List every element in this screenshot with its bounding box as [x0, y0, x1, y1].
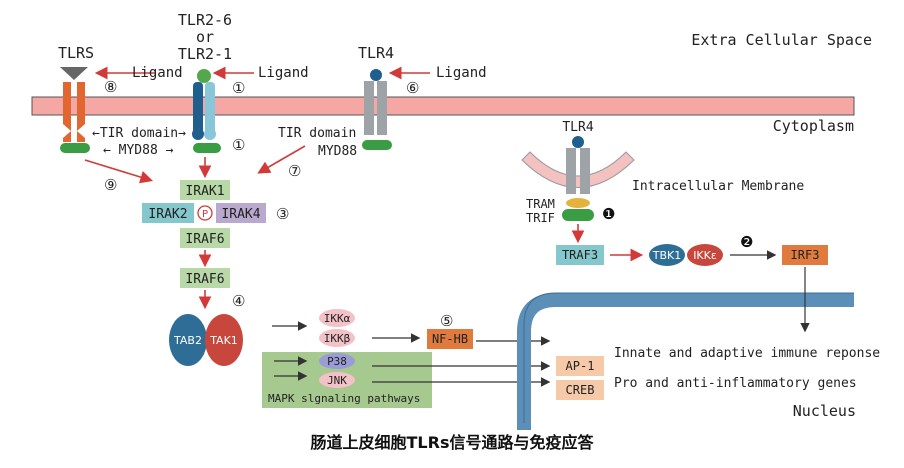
- step-8-marker: ⑧: [104, 78, 117, 96]
- nucleus-label: Nucleus: [793, 402, 856, 420]
- figure-caption: 肠道上皮细胞TLRs信号通路与免疫应答: [311, 433, 595, 452]
- irak2-box: [142, 203, 194, 223]
- iraf6-box-2: [180, 268, 230, 288]
- step-7-marker: ⑦: [288, 162, 301, 180]
- irak2-label: IRAK2: [148, 207, 187, 222]
- tab2-label: TAB2: [173, 334, 202, 347]
- p38-node: [319, 353, 355, 369]
- ikkb-node: [319, 329, 355, 347]
- tbk1-node: [649, 244, 685, 266]
- step-3-marker: ③: [276, 205, 289, 223]
- tlrs-receptor: [60, 67, 90, 153]
- immune-response-label: Innate and adaptive immune reponse: [614, 346, 880, 361]
- step-9-marker: ⑨: [104, 176, 117, 194]
- irf3-box: [782, 245, 828, 265]
- nfhb-label: NF-HB: [432, 332, 468, 346]
- irak4-label: IRAK4: [221, 207, 260, 222]
- irak1-box: [180, 180, 230, 200]
- irf3-label: IRF3: [791, 248, 820, 262]
- tlr26-label: TLR2-6: [178, 11, 232, 29]
- trif-label: TRIF: [526, 211, 555, 225]
- iraf6-box-1: [180, 228, 230, 248]
- arrow-tlrs-to-irak1: [84, 159, 154, 184]
- step-6-marker: ⑥: [406, 79, 419, 97]
- tab2-node: [169, 314, 207, 366]
- tlrs-label: TLRS: [58, 44, 94, 62]
- step-1-marker-mid: ①: [232, 136, 245, 154]
- iraf6-label-2: IRAF6: [185, 272, 224, 287]
- ikkb-label: IKKβ: [324, 332, 351, 345]
- ap1-label: AP-1: [566, 359, 595, 373]
- ikka-label: IKKα: [324, 312, 351, 325]
- iraf6-label-1: IRAF6: [185, 232, 224, 247]
- phospho-label: P: [202, 209, 208, 220]
- step-2-black-marker: ❷: [740, 233, 753, 251]
- tlr4-receptor: [362, 69, 392, 150]
- ligand-label-8: Ligand: [132, 65, 183, 81]
- tlr21-label: TLR2-1: [178, 45, 232, 63]
- traf3-box: [556, 245, 604, 265]
- creb-box: [556, 380, 604, 400]
- step-1-marker-top: ①: [232, 79, 245, 97]
- ligand-label-1: Ligand: [258, 65, 309, 81]
- irak4-box: [216, 203, 266, 223]
- phospho-icon: [197, 205, 213, 221]
- plasma-membrane: [31, 96, 855, 116]
- tak1-label: TAK1: [209, 334, 238, 347]
- jnk-label: JNK: [327, 374, 347, 387]
- traf3-label: TRAF3: [562, 248, 598, 262]
- tlr26-or-label: or: [196, 28, 214, 46]
- ikka-node: [319, 309, 355, 327]
- p38-label: P38: [327, 355, 347, 368]
- cytoplasm-label: Cytoplasm: [773, 117, 854, 135]
- tbk1-label: TBK1: [652, 249, 681, 262]
- inflammatory-genes-label: Pro and anti-inflammatory genes: [614, 376, 857, 391]
- ligand-label-6: Ligand: [436, 65, 487, 81]
- myd88-right-label: MYD88: [318, 144, 357, 159]
- step-1-black-marker: ❶: [602, 205, 615, 223]
- intracellular-membrane-label: Intracellular Membrane: [632, 179, 804, 194]
- tir-domain-right-label: TIR domain: [278, 126, 356, 141]
- ikke-node: [687, 244, 723, 266]
- tlr2-receptor: [192, 69, 221, 153]
- mapk-label: MAPK slgnaling pathways: [268, 392, 420, 405]
- step-5-marker: ⑤: [440, 312, 453, 330]
- nfhb-box: [427, 329, 473, 349]
- nuclear-envelope-edge: [523, 292, 854, 423]
- step-4-marker: ④: [232, 292, 245, 310]
- myd88-left-label: ← MYD88 →: [103, 143, 174, 158]
- tlr4-endosomal-receptor: [562, 136, 594, 221]
- intracellular-membrane: [521, 151, 635, 188]
- tlr4-endosomal-label: TLR4: [562, 120, 593, 135]
- creb-label: CREB: [566, 383, 595, 397]
- ap1-box: [556, 356, 604, 376]
- extracellular-label: Extra Cellular Space: [691, 31, 872, 49]
- jnk-node: [319, 372, 355, 388]
- arrow-tlr4-to-irak1: [257, 145, 306, 174]
- tlr4-label: TLR4: [358, 44, 394, 62]
- irak1-label: IRAK1: [185, 184, 224, 199]
- tak1-node: [205, 314, 243, 366]
- ikke-label: IKKε: [693, 249, 717, 262]
- tir-domain-left-label: ←TIR domain→: [92, 126, 186, 141]
- tram-label: TRAM: [526, 197, 555, 211]
